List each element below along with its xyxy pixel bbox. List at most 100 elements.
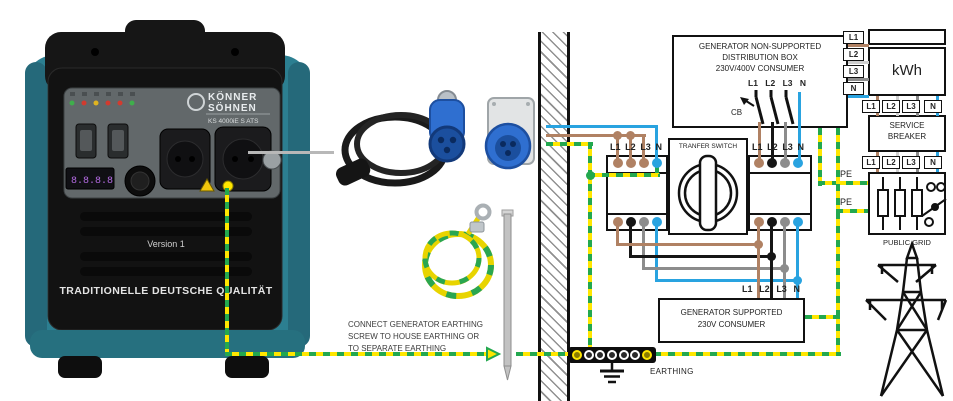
display-value: 8.8.8.8 <box>71 176 113 187</box>
supported-box-title-2: 230V CONSUMER <box>697 320 766 329</box>
terminal-dot <box>652 158 662 168</box>
phase-tag: L1 <box>862 156 880 169</box>
schuko-plug-icon <box>335 158 371 186</box>
pe-wire <box>588 173 660 177</box>
public-grid-label: PUBLIC GRID <box>883 238 931 247</box>
pe-wire <box>818 181 868 185</box>
earthing-wire-photo <box>422 203 494 299</box>
junction-dot <box>767 252 776 261</box>
terminal-dot <box>639 217 649 227</box>
extension-cable-photo <box>335 90 466 187</box>
pe-wire <box>588 142 592 349</box>
ground-symbol-icon <box>600 363 624 384</box>
junction-dot <box>613 131 622 140</box>
wire-segment <box>655 125 658 160</box>
terminal-dot <box>754 217 764 227</box>
distribution-box <box>672 35 848 128</box>
public-grid-box <box>868 172 946 235</box>
cb-label: CB <box>731 108 743 117</box>
terminal-dot <box>780 158 790 168</box>
terminal-dot <box>780 217 790 227</box>
ring-terminal-icon <box>474 203 492 221</box>
wire-segment <box>798 92 801 160</box>
phase-tag: L2 <box>882 100 900 113</box>
phase-tag: L1 <box>843 31 864 44</box>
digital-display: 8.8.8.8 <box>65 167 115 190</box>
version-text: Version 1 <box>147 239 185 249</box>
wire-segment <box>758 122 761 160</box>
wire-segment <box>642 134 645 160</box>
wire-segment <box>796 224 799 298</box>
wire-segment <box>655 224 658 281</box>
phase-tag: L3 <box>902 156 920 169</box>
pe-wire <box>516 352 570 356</box>
distribution-box-title-1: GENERATOR NON-SUPPORTED <box>698 42 822 51</box>
busbar-terminal <box>618 350 629 360</box>
terminal-dot <box>626 217 636 227</box>
busbar-terminal <box>595 350 606 360</box>
pe-wire <box>818 128 822 186</box>
busbar-terminal <box>642 350 653 360</box>
phase-tag: L3 <box>902 100 920 113</box>
kwh-label: kWh <box>892 62 922 79</box>
junction-dot <box>780 264 789 273</box>
wire-segment <box>629 224 632 257</box>
pe-wire <box>836 209 868 213</box>
wire-segment <box>629 255 773 258</box>
wall-inlet-photo <box>484 97 535 170</box>
wire-segment <box>642 224 645 269</box>
ac-socket-icon <box>214 126 272 192</box>
earthing-rod-photo <box>501 209 514 381</box>
phase-tag: L1 <box>862 100 880 113</box>
terminal-dot <box>754 158 764 168</box>
supported-consumer-box <box>658 298 805 343</box>
indicator-leds-icon <box>69 92 135 106</box>
phase-tag: L2 <box>843 48 864 61</box>
terminal-dot <box>639 158 649 168</box>
wire-segment <box>848 78 869 81</box>
wire-segment <box>848 61 869 64</box>
supported-box-title-1: GENERATOR SUPPORTED <box>680 308 783 317</box>
busbar-terminal <box>571 350 582 360</box>
busbar-terminal <box>606 350 617 360</box>
terminal-dot <box>767 158 777 168</box>
phase-tag: L3 <box>843 65 864 78</box>
terminal-dot <box>767 217 777 227</box>
service-breaker-box <box>868 115 946 152</box>
wire-segment <box>546 134 646 137</box>
wire-segment <box>655 279 799 282</box>
junction-dot <box>754 240 763 249</box>
warning-triangle-icon <box>199 178 215 192</box>
model-text: KS 4000iE S ATS <box>208 118 259 125</box>
dc-outlet-icon <box>124 165 156 197</box>
earthing-arrow-icon <box>486 346 502 362</box>
distribution-box-title-2: DISTRIBUTION BOX <box>722 53 798 62</box>
wire-segment <box>616 134 619 160</box>
transmission-tower-icon <box>865 240 948 397</box>
pe-wire <box>546 142 593 146</box>
pe-wire <box>836 128 840 356</box>
junction-dot <box>626 131 635 140</box>
callout-line <box>248 151 334 154</box>
transfer-switch-center <box>668 138 748 235</box>
house-wall <box>538 32 570 401</box>
transfer-switch-label: TRANFER SWITCH <box>678 143 738 150</box>
wire-segment <box>771 122 774 160</box>
brand-bottom-text: SÖHNEN <box>208 101 257 114</box>
terminal-dot <box>613 158 623 168</box>
pe-label: PE <box>840 197 853 207</box>
busbar-terminal <box>630 350 641 360</box>
kwh-meter-box <box>868 47 946 96</box>
wire-segment <box>848 44 869 47</box>
wire-segment <box>783 224 786 298</box>
note-line-3: TO SEPARATE EARTHING <box>348 344 447 353</box>
brand-top-text: KÖNNER <box>208 90 257 103</box>
service-breaker-title-1: SERVICE <box>889 121 925 130</box>
phase-tag: N <box>843 82 864 95</box>
pe-wire <box>654 352 841 356</box>
